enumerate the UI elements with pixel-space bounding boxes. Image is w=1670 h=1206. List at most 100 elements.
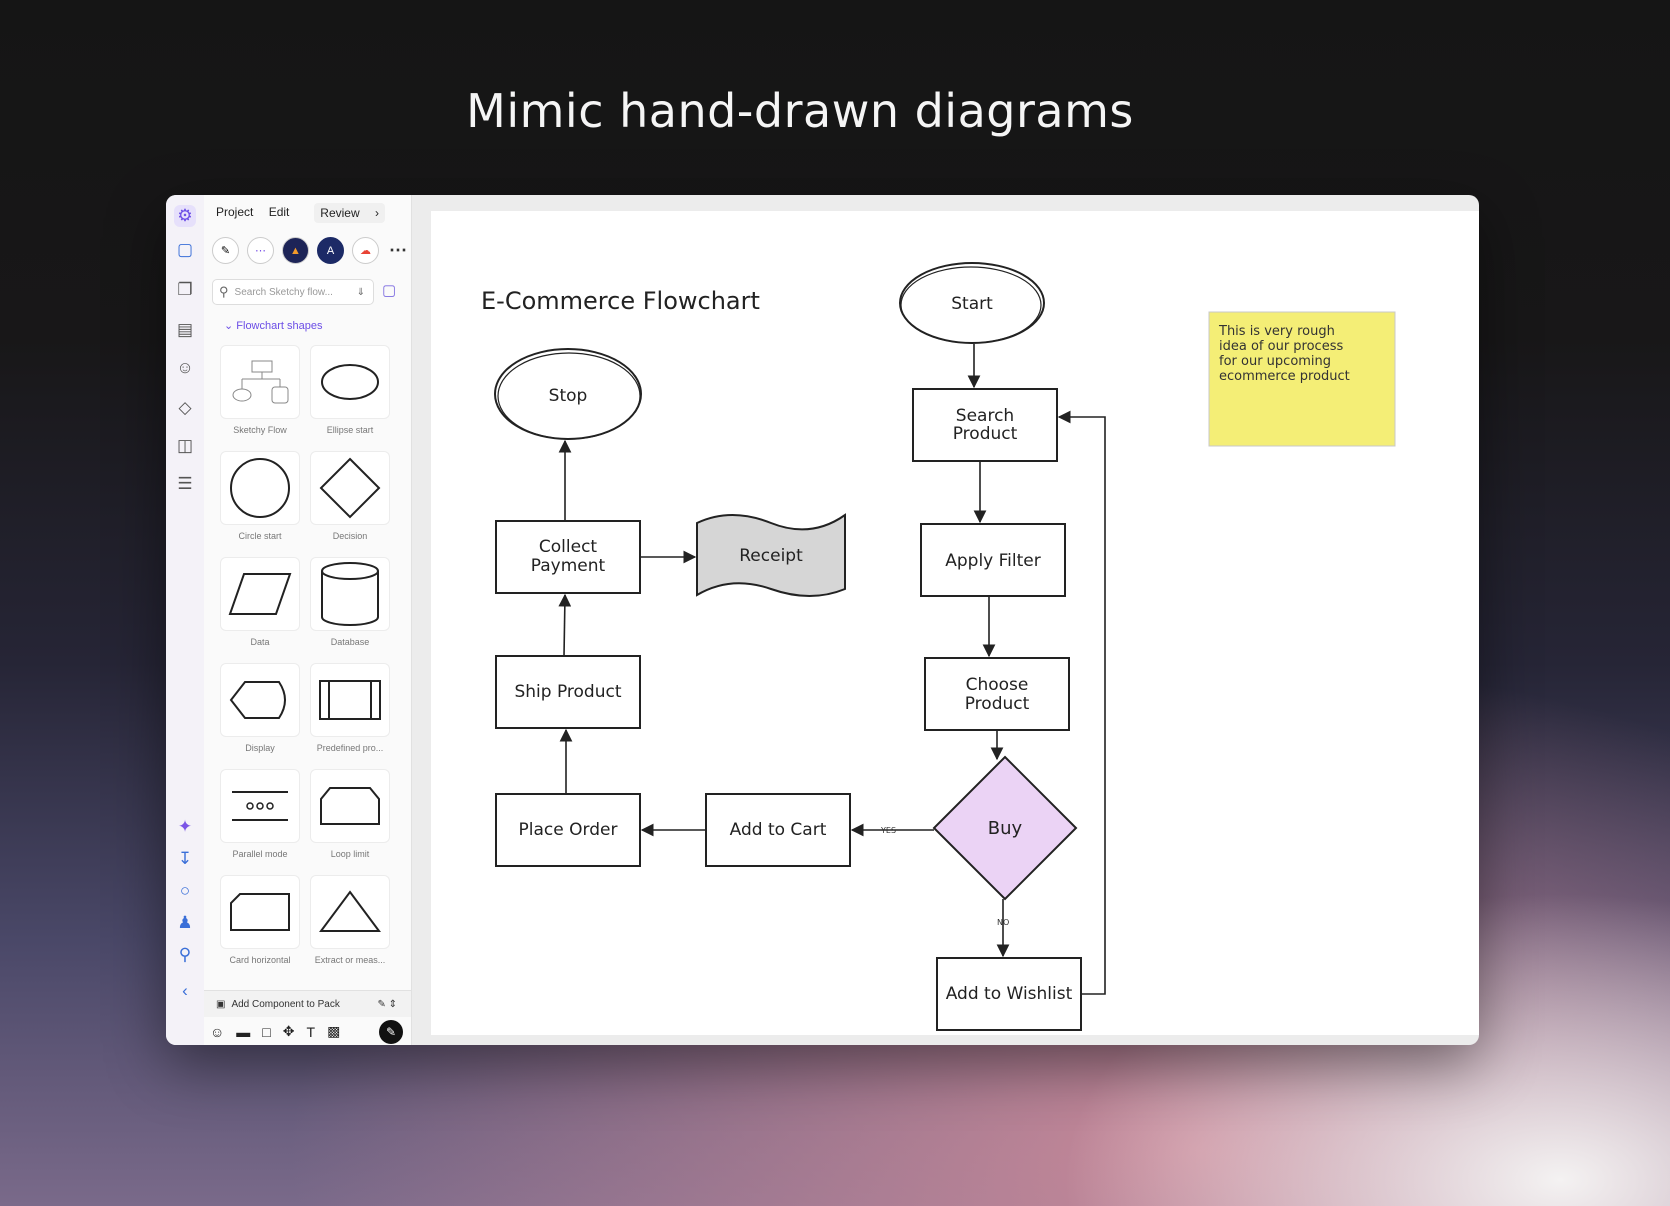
shape-tile[interactable]: Decision: [310, 451, 390, 541]
node-buy-label: Buy: [988, 818, 1023, 839]
node-place-order[interactable]: Place Order: [495, 793, 641, 867]
shape-label: Card horizontal: [229, 955, 291, 965]
text-tool-icon[interactable]: T: [306, 1023, 316, 1040]
menu-edit[interactable]: Edit: [268, 205, 290, 219]
shape-label: Predefined pro...: [316, 743, 384, 753]
flowchart-svg: E-Commerce Flowchart Start Search Produc…: [481, 262, 1396, 1031]
left-rail: ⚙ ▢ ❐ ▤ ☺ ◇ ◫ ☰ ✦ ↧ ○ ♟ ⚲ ‹: [166, 195, 205, 1045]
node-wishlist-label: Add to Wishlist: [946, 984, 1073, 1004]
flow-plugin-icon[interactable]: ⋯: [247, 237, 274, 264]
parallelogram-icon: [228, 573, 292, 615]
diamond-icon[interactable]: ◇: [178, 398, 192, 417]
node-stop[interactable]: Stop: [494, 348, 642, 440]
loop-limit-icon: [320, 787, 380, 825]
shape-label: Display: [245, 743, 275, 753]
shape-tile[interactable]: Parallel mode: [220, 769, 300, 859]
cube-icon[interactable]: ▢: [176, 240, 194, 259]
shape-label: Database: [330, 637, 370, 647]
triangle-icon: [319, 890, 381, 932]
download-icon[interactable]: ↧: [177, 849, 193, 868]
shape-tile[interactable]: Extract or meas...: [310, 875, 390, 965]
shape-label: Ellipse start: [326, 425, 374, 435]
move-tool-icon[interactable]: ✥: [282, 1023, 295, 1039]
display-icon: [229, 681, 286, 719]
add-component-bar[interactable]: ▣ Add Component to Pack ✎ ⇕: [204, 990, 411, 1017]
shape-tile[interactable]: Display: [220, 663, 300, 753]
node-receipt[interactable]: Receipt: [696, 513, 846, 597]
node-collect-label-2: Payment: [531, 556, 606, 576]
parallel-mode-icon: [232, 791, 288, 821]
node-start[interactable]: Start: [899, 262, 1045, 344]
menu-review[interactable]: Review ›: [314, 203, 385, 223]
line-tool-icon[interactable]: ▬: [236, 1023, 251, 1040]
canvas[interactable]: E-Commerce Flowchart Start Search Produc…: [431, 211, 1479, 1035]
shapes-tool-icon[interactable]: ▩: [327, 1023, 341, 1039]
node-choose-label-2: Product: [965, 694, 1030, 714]
shape-tile[interactable]: Sketchy Flow: [220, 345, 300, 435]
node-collect-payment[interactable]: Collect Payment: [495, 520, 641, 594]
node-apply-filter-label: Apply Filter: [945, 551, 1041, 571]
comment-icon[interactable]: ○: [179, 881, 191, 900]
cube-icon[interactable]: ▢: [382, 282, 397, 299]
node-receipt-label: Receipt: [739, 546, 803, 566]
pages-icon[interactable]: ❐: [177, 280, 193, 299]
gcloud-plugin-icon[interactable]: ☁: [352, 237, 379, 264]
bag-icon[interactable]: ◫: [176, 436, 194, 455]
node-place-order-label: Place Order: [519, 820, 618, 840]
edge-label-yes: YES: [880, 826, 896, 835]
drawing-toolbar: ☺ ▬ □ ✥ T ▩ ✎: [204, 1018, 411, 1045]
edge-label-no: NO: [997, 918, 1009, 927]
shape-tile[interactable]: Loop limit: [310, 769, 390, 859]
node-choose-label-1: Choose: [966, 675, 1029, 695]
shape-tile[interactable]: Data: [220, 557, 300, 647]
sticky-line-3: for our upcoming: [1219, 354, 1331, 369]
chart-icon[interactable]: ▤: [176, 320, 194, 339]
node-search-label-1: Search: [956, 406, 1014, 426]
filter-chevron-icon[interactable]: ⇓: [356, 286, 365, 298]
sticky-note[interactable]: This is very rough idea of our process f…: [1208, 311, 1396, 447]
sketchy-plugin-icon[interactable]: ✎: [212, 237, 239, 264]
emoji-tool-icon[interactable]: ☺: [210, 1023, 225, 1040]
more-plugins-icon[interactable]: ⋯: [389, 240, 407, 260]
shape-tile[interactable]: Ellipse start: [310, 345, 390, 435]
shape-label: Parallel mode: [232, 849, 288, 859]
node-add-to-cart[interactable]: Add to Cart: [705, 793, 851, 867]
search-box[interactable]: ⚲ Search Sketchy flow... ⇓: [212, 279, 374, 305]
shape-tile[interactable]: Card horizontal: [220, 875, 300, 965]
predefined-process-icon: [319, 680, 381, 720]
edge-ship-collect: [558, 593, 572, 657]
shape-tile[interactable]: Predefined pro...: [310, 663, 390, 753]
shape-tile[interactable]: Database: [310, 557, 390, 647]
node-add-to-cart-label: Add to Cart: [730, 820, 827, 840]
node-collect-label-1: Collect: [539, 537, 598, 557]
node-choose-product[interactable]: Choose Product: [924, 657, 1070, 731]
node-ship-product[interactable]: Ship Product: [495, 655, 641, 729]
rect-tool-icon[interactable]: □: [262, 1023, 271, 1040]
component-icon: ▣: [216, 998, 226, 1010]
shape-label: Loop limit: [330, 849, 370, 859]
section-toggle[interactable]: ⌄ Flowchart shapes: [224, 320, 323, 332]
node-search-label-2: Product: [953, 424, 1018, 444]
collapse-icon[interactable]: ‹: [182, 981, 188, 1000]
sticky-line-4: ecommerce product: [1219, 369, 1350, 384]
pen-tool-icon[interactable]: ✎: [379, 1019, 403, 1044]
emoji-icon[interactable]: ☺: [176, 358, 194, 377]
node-search-product[interactable]: Search Product: [912, 388, 1058, 462]
edit-pen-icon[interactable]: ✎ ⇕: [377, 998, 397, 1010]
node-add-to-wishlist[interactable]: Add to Wishlist: [936, 957, 1082, 1031]
shape-tile[interactable]: Circle start: [220, 451, 300, 541]
zoom-icon[interactable]: ⚲: [178, 945, 192, 964]
edge-wishlist-search: [1057, 410, 1106, 995]
flow-app-icon[interactable]: ⚙: [174, 205, 196, 227]
node-buy[interactable]: Buy: [932, 755, 1078, 901]
ellipse-icon: [321, 364, 379, 400]
node-apply-filter[interactable]: Apply Filter: [920, 523, 1066, 597]
sparkle-icon[interactable]: ✦: [177, 817, 193, 836]
shape-label: Circle start: [238, 531, 282, 541]
menu-project[interactable]: Project: [216, 205, 254, 219]
azure-plugin-icon[interactable]: A: [317, 237, 344, 264]
sticky-line-2: idea of our process: [1219, 339, 1343, 354]
bitbucket-plugin-icon[interactable]: ▲: [282, 237, 309, 264]
users-icon[interactable]: ♟: [177, 913, 193, 932]
layers-icon[interactable]: ☰: [177, 474, 193, 493]
